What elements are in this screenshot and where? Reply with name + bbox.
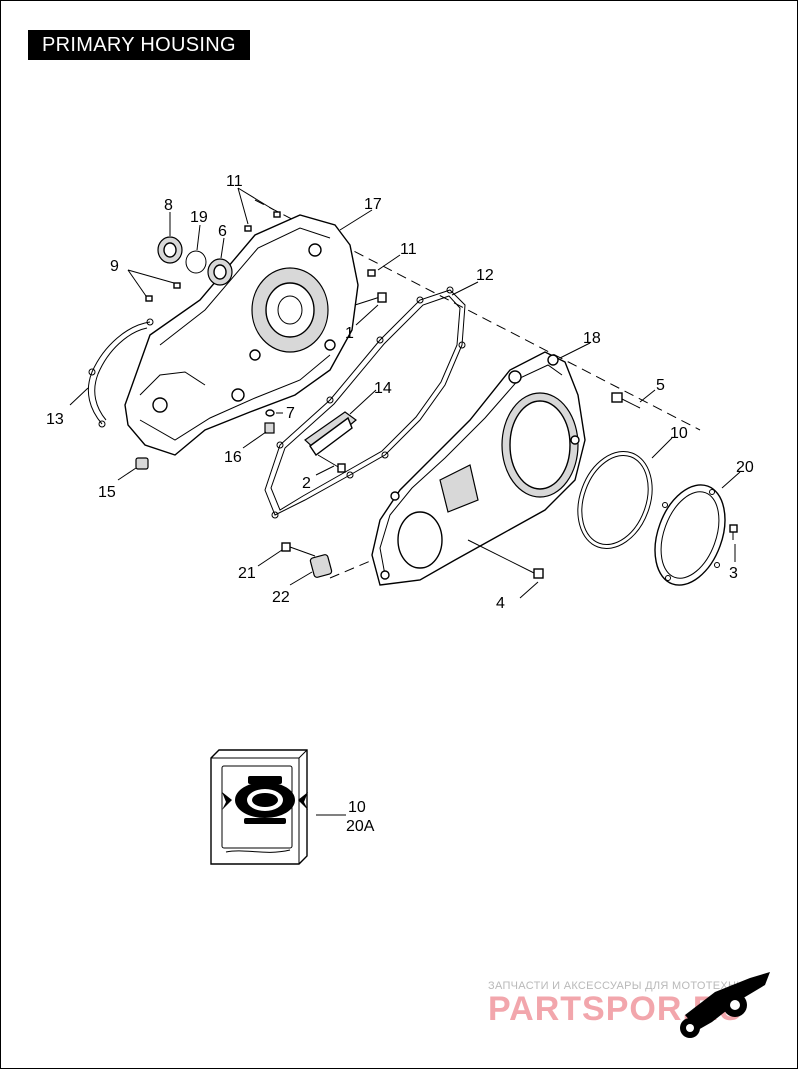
part-14-chain-tensioner bbox=[304, 411, 357, 457]
callout-10-upper: 10 bbox=[670, 425, 688, 442]
part-13-gasket bbox=[87, 318, 154, 428]
callout-2: 2 bbox=[302, 475, 311, 492]
callout-1: 1 bbox=[345, 325, 354, 342]
callout-22: 22 bbox=[272, 589, 290, 606]
motorcycle-icon bbox=[680, 972, 770, 1038]
part-10-o-ring bbox=[577, 451, 653, 549]
callout-5: 5 bbox=[656, 377, 665, 394]
callout-9: 9 bbox=[110, 258, 119, 275]
watermark-tagline: ЗАПЧАСТИ И АКСЕССУАРЫ ДЛЯ МОТОТЕХНИКИ bbox=[488, 980, 759, 992]
part-17-inner-primary-housing bbox=[124, 214, 359, 456]
callout-11-upper: 11 bbox=[226, 173, 243, 190]
part-16-plug bbox=[264, 422, 275, 434]
part-22-spacer bbox=[309, 554, 333, 578]
callout-20: 20 bbox=[736, 459, 754, 476]
callout-20a-kit: 20A bbox=[346, 818, 375, 835]
part-15-sleeve bbox=[135, 457, 149, 470]
callout-19: 19 bbox=[190, 209, 208, 226]
part-1-bolt bbox=[354, 292, 387, 306]
part-3-screw bbox=[729, 524, 738, 540]
callout-13: 13 bbox=[46, 411, 64, 428]
part-8-seal bbox=[157, 236, 183, 264]
callout-11-right: 11 bbox=[400, 241, 417, 258]
part-9-dowels bbox=[145, 282, 181, 302]
callout-14: 14 bbox=[374, 380, 392, 397]
part-11-dowels-upper bbox=[244, 211, 281, 232]
page-title: PRIMARY HOUSING bbox=[28, 30, 250, 60]
part-12-cover-gasket bbox=[264, 286, 466, 519]
part-19-retaining-ring bbox=[185, 250, 207, 274]
part-18-outer-primary-cover bbox=[371, 351, 586, 586]
callout-21: 21 bbox=[238, 565, 256, 582]
callout-17: 17 bbox=[364, 196, 382, 213]
part-7-o-ring bbox=[265, 409, 275, 417]
part-21-bolt bbox=[281, 542, 316, 557]
part-4-long-bolt bbox=[467, 539, 544, 579]
callout-7: 7 bbox=[286, 405, 295, 422]
callout-12: 12 bbox=[476, 267, 494, 284]
part-20-derby-cover bbox=[654, 484, 726, 586]
callout-8: 8 bbox=[164, 197, 173, 214]
callout-15: 15 bbox=[98, 484, 116, 501]
part-5-bolt bbox=[611, 392, 641, 409]
callout-10-kit: 10 bbox=[348, 799, 366, 816]
part-6-bearing bbox=[207, 258, 233, 286]
genuine-motor-parts-logo-icon bbox=[222, 776, 308, 824]
gasket-kit-package bbox=[210, 749, 308, 865]
callout-18: 18 bbox=[583, 330, 601, 347]
part-2-bolt bbox=[317, 454, 346, 473]
callout-4: 4 bbox=[496, 595, 505, 612]
callout-6: 6 bbox=[218, 223, 227, 240]
callout-16: 16 bbox=[224, 449, 242, 466]
part-11-dowel-right bbox=[367, 269, 376, 277]
leader-lines bbox=[69, 187, 741, 816]
callout-3: 3 bbox=[729, 565, 738, 582]
watermark: ЗАПЧАСТИ И АКСЕССУАРЫ ДЛЯ МОТОТЕХНИКИ PA… bbox=[488, 972, 770, 1038]
